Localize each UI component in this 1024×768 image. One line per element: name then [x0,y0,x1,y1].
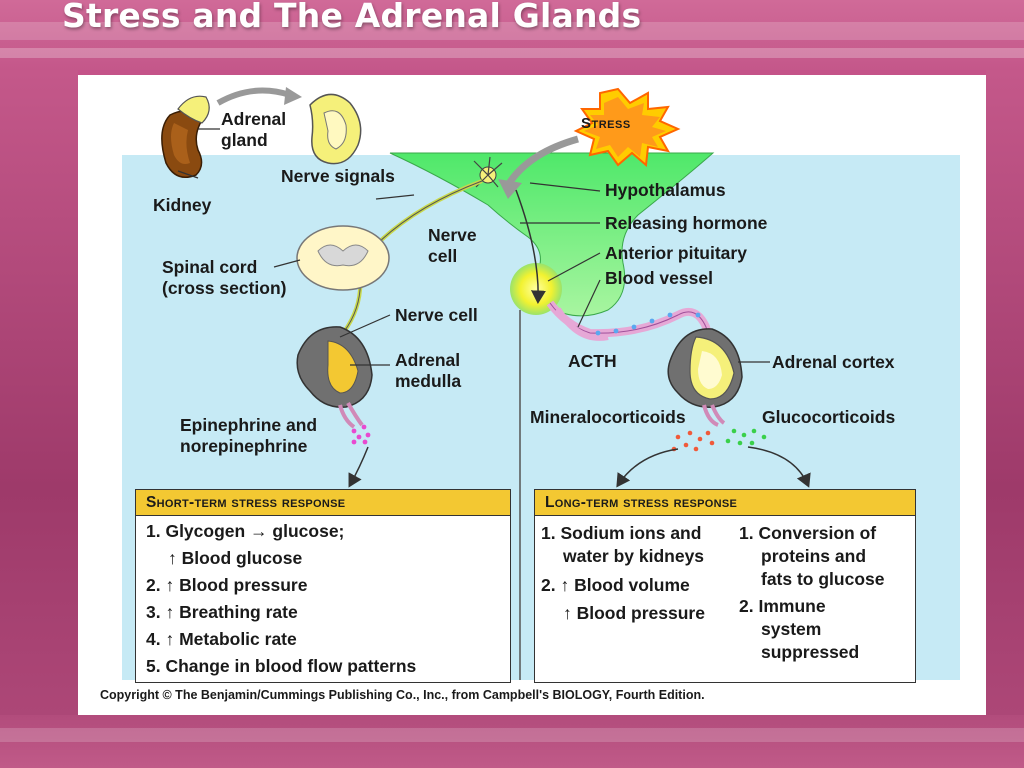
background-right [986,70,1024,768]
copyright-notice: Copyright © The Benjamin/Cummings Publis… [100,688,705,702]
stress-burst [573,87,681,167]
short-term-heading: Short-term stress response [136,490,510,516]
label-acth: ACTH [568,351,617,371]
short-term-item: ↑ Blood glucose [168,548,303,568]
adrenal-stress-figure: Adrenal gland Kidney Nerve signals Stres… [78,75,986,715]
short-term-item: 2. ↑ Blood pressure [146,575,308,595]
glucocorticoid-dots [725,428,767,446]
short-term-item: 5. Change in blood flow patterns [146,656,417,676]
stress-label: Stress [581,115,631,132]
long-term-right-item: fats to glucose [761,569,885,589]
anterior-pituitary-shape [510,263,562,315]
background-left [0,70,78,768]
spinal-cord-shape [296,225,390,291]
slide-title: Stress and The Adrenal Glands [62,0,642,35]
label-mineralocorticoids: Mineralocorticoids [530,407,686,427]
label-kidney: Kidney [153,195,212,215]
label-adrenal-medulla: Adrenal medulla [395,350,462,391]
label-hypothalamus: Hypothalamus [605,180,726,200]
long-term-right-item: system [761,619,822,639]
label-nerve-signals: Nerve signals [281,166,395,186]
label-releasing-hormone: Releasing hormone [605,213,768,233]
background-bottom [0,715,1024,768]
label-nerve-cell-top: Nerve cell [428,225,477,266]
long-term-left-item: water by kidneys [563,546,705,566]
background-stripe [0,728,1024,742]
label-anterior-pituitary: Anterior pituitary [605,243,747,263]
long-term-response-box: Long-term stress response 1. Sodium ions… [534,489,916,683]
enlarged-adrenal-gland [309,93,362,165]
label-adrenal-gland: Adrenal gland [221,109,287,150]
label-epinephrine: Epinephrine and norepinephrine [180,415,318,456]
label-glucocorticoids: Glucocorticoids [762,407,896,427]
long-term-right-item: proteins and [761,546,867,566]
long-term-heading: Long-term stress response [535,490,915,516]
long-term-right-item: suppressed [761,642,860,662]
short-term-item: 4. ↑ Metabolic rate [146,629,297,649]
epinephrine-dots [351,424,371,445]
background-stripe [0,48,1024,58]
long-term-left-item: 2. ↑ Blood volume [541,575,690,595]
short-term-item: 3. ↑ Breathing rate [146,602,298,622]
leader-lines [177,128,770,366]
adrenal-cortex-shape [667,328,743,427]
short-term-item: 1. Glycogen → glucose; [146,521,345,541]
adrenal-medulla-shape [296,326,373,429]
label-blood-vessel: Blood vessel [605,268,713,288]
nerve-cell-top-shape [473,156,503,188]
label-nerve-cell-bottom: Nerve cell [395,305,478,325]
long-term-right-item: 2. Immune [739,596,826,616]
long-term-left-item: ↑ Blood pressure [563,603,705,623]
background-stripe [0,22,1024,40]
long-term-left-item: 1. Sodium ions and [541,523,702,543]
label-spinal-cord: Spinal cord (cross section) [162,257,287,298]
short-term-response-box: Short-term stress response 1. Glycogen →… [135,489,511,683]
enlarge-arrow [216,87,291,106]
label-adrenal-cortex: Adrenal cortex [772,352,895,372]
kidney-illustration [161,95,210,178]
background-top [0,0,1024,70]
long-term-right-item: 1. Conversion of [739,523,877,543]
